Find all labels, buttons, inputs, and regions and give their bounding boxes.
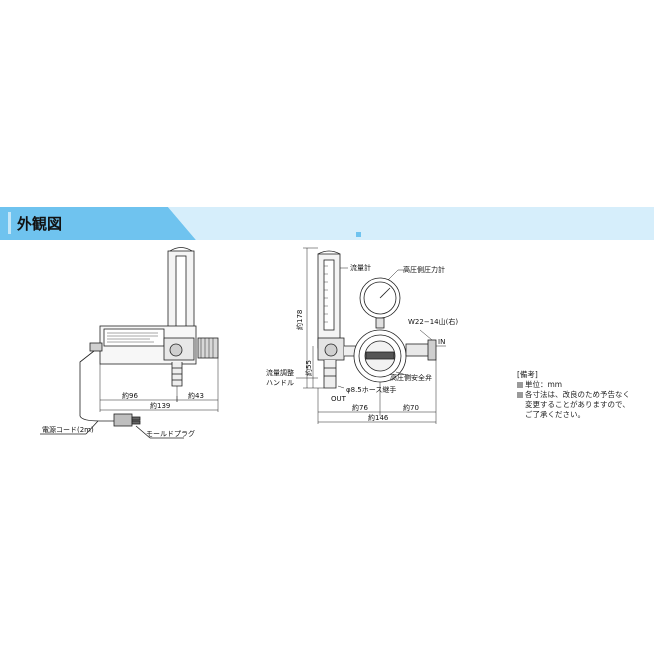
section-title: 外観図 bbox=[17, 215, 63, 233]
label-molded-plug: モールドプラグ bbox=[146, 429, 195, 438]
label-inlet: IN bbox=[438, 338, 445, 346]
dim-left-139: 約139 bbox=[150, 401, 170, 410]
label-outlet: OUT bbox=[331, 395, 347, 403]
dim-left-43: 約43 bbox=[188, 391, 204, 400]
note-continuation: ご了承ください。 bbox=[525, 410, 585, 419]
bullet-square-icon bbox=[517, 392, 523, 398]
dim-width-146: 約146 bbox=[368, 413, 389, 422]
dim-width-76: 約76 bbox=[352, 403, 368, 412]
label-flow-handle-line2: ハンドル bbox=[266, 379, 294, 387]
label-power-cord: 電源コード(2m) bbox=[42, 425, 94, 434]
label-hp-gauge: 高圧側圧力計 bbox=[403, 265, 445, 274]
notes-heading: [備考] bbox=[517, 370, 538, 379]
note-item: 各寸法は、改良のため予告なく bbox=[517, 390, 649, 400]
label-flowmeter: 流量計 bbox=[350, 263, 371, 272]
note-continuation: 変更することがありますので、 bbox=[525, 400, 630, 409]
label-inlet-thread: W22−14山(右) bbox=[408, 317, 458, 326]
notes-block: [備考] 単位：mm 各寸法は、改良のため予告なく 変更することがありますので、… bbox=[517, 370, 649, 420]
front-view bbox=[317, 250, 437, 389]
label-flow-handle-line1: 流量調整 bbox=[266, 368, 294, 377]
dim-left-96: 約96 bbox=[122, 391, 138, 400]
dim-width-70: 約70 bbox=[403, 403, 419, 412]
section-banner bbox=[0, 207, 654, 240]
dim-height-178: 約178 bbox=[295, 310, 304, 330]
right-dimension-lines bbox=[296, 247, 446, 424]
label-hose-fitting: φ8.5ホース継手 bbox=[346, 385, 396, 394]
left-dimension-lines bbox=[99, 358, 219, 412]
left-side-view bbox=[40, 247, 219, 439]
dim-height-55: 約55 bbox=[304, 360, 313, 376]
label-hp-safety-valve: 高圧側安全弁 bbox=[390, 373, 432, 382]
bullet-square-icon bbox=[517, 382, 523, 388]
note-item: 単位：mm bbox=[517, 380, 649, 390]
